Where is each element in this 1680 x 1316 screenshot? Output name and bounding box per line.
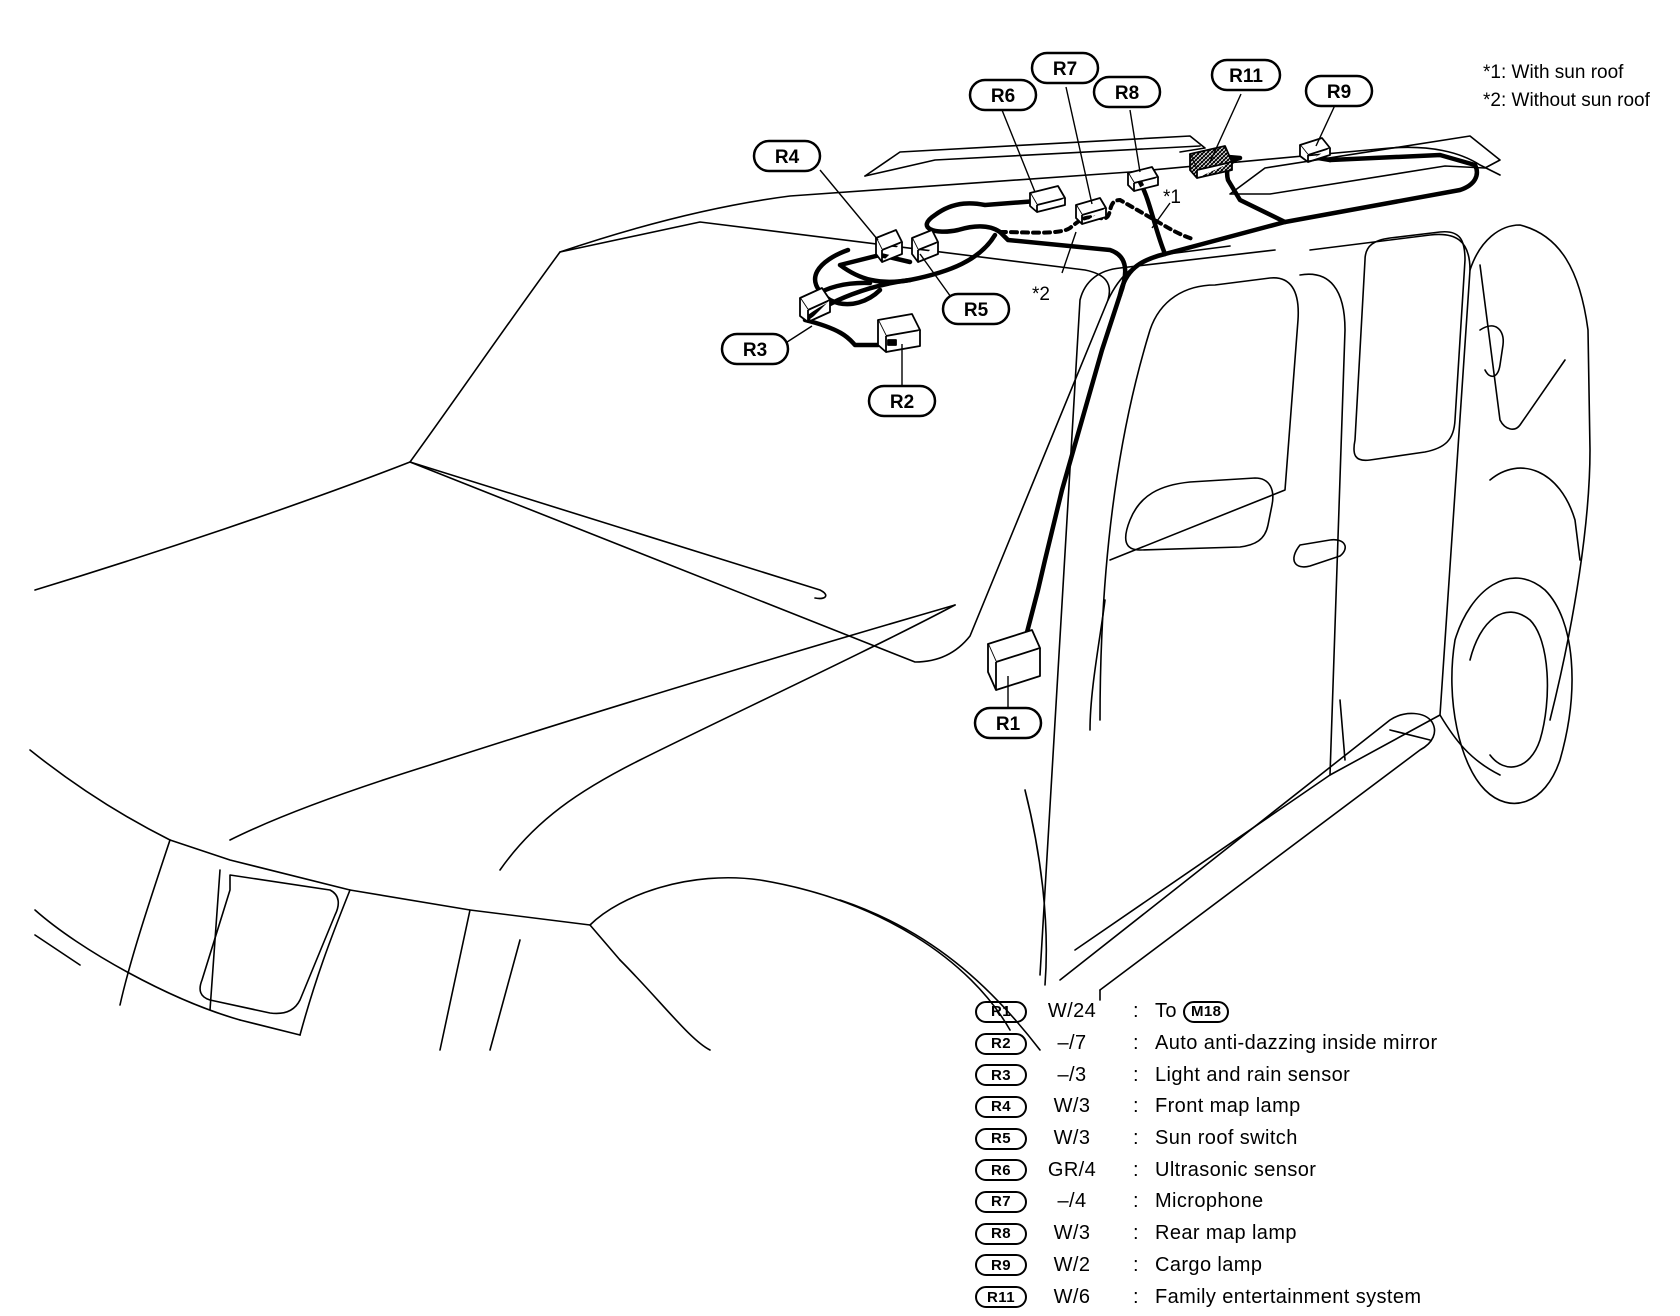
- r4-connector: [875, 229, 903, 263]
- tag-r3: R3: [720, 332, 790, 366]
- legend-code: R11: [975, 1286, 1027, 1309]
- r2-connector: [877, 313, 921, 353]
- svg-text:R1: R1: [996, 714, 1021, 735]
- tag-r4: R4: [752, 139, 822, 173]
- tag-r1: R1: [973, 706, 1043, 740]
- legend-separator: :: [1133, 1063, 1139, 1086]
- tag-r5: R5: [941, 292, 1011, 326]
- legend-color: –/7: [1057, 1032, 1087, 1055]
- legend-row: R3 –/3 : Light and rain sensor: [975, 1059, 1665, 1091]
- note-without-sunroof: *2: Without sun roof: [1483, 90, 1651, 111]
- legend-separator: :: [1133, 1032, 1139, 1055]
- harness-main-trunk: [1022, 152, 1480, 643]
- legend-code: R4: [975, 1095, 1027, 1118]
- tag-r7: R7: [1030, 51, 1100, 85]
- svg-text:R2: R2: [890, 392, 914, 413]
- legend-code: R1: [975, 1000, 1027, 1023]
- leader-lines: [783, 86, 1337, 710]
- svg-text:R4: R4: [775, 147, 800, 168]
- tag-r9: R9: [1304, 74, 1374, 108]
- legend-code: R9: [975, 1254, 1027, 1277]
- legend-color: W/3: [1053, 1095, 1091, 1118]
- legend-color: W/3: [1053, 1222, 1091, 1245]
- legend-description: Family entertainment system: [1155, 1285, 1422, 1308]
- legend-description: Microphone: [1155, 1190, 1264, 1213]
- legend-code: R3: [975, 1064, 1027, 1087]
- legend-description: Cargo lamp: [1155, 1253, 1263, 1276]
- legend-row: R6 GR/4 : Ultrasonic sensor: [975, 1154, 1665, 1186]
- svg-text:R9: R9: [1327, 82, 1351, 103]
- svg-text:R11: R11: [1229, 66, 1263, 87]
- legend-color: –/4: [1057, 1190, 1087, 1213]
- legend-separator: :: [1133, 1127, 1139, 1150]
- legend-code: R6: [975, 1159, 1027, 1182]
- connector-tags: R1 R2 R3 R4 R5 R6 R7 R8 R9 R11: [720, 51, 1374, 740]
- svg-text:R7: R7: [1053, 59, 1077, 80]
- legend-row: R2 –/7 : Auto anti-dazzing inside mirror: [975, 1028, 1665, 1060]
- legend-color: W/2: [1053, 1253, 1091, 1276]
- legend-color: W/24: [1047, 1000, 1097, 1023]
- legend-code: R8: [975, 1222, 1027, 1245]
- legend-color: GR/4: [1047, 1158, 1097, 1181]
- r5-connector: [911, 229, 939, 263]
- r7-connector: [1075, 197, 1107, 225]
- legend-ref-badge: M18: [1182, 1000, 1230, 1023]
- legend-description: Front map lamp: [1155, 1095, 1301, 1118]
- legend-description: Ultrasonic sensor: [1155, 1158, 1317, 1181]
- connectors: [799, 137, 1331, 691]
- r9-connector: [1299, 137, 1331, 163]
- svg-text:R8: R8: [1115, 83, 1139, 104]
- tag-r6: R6: [968, 78, 1038, 112]
- legend-separator: :: [1133, 1253, 1139, 1276]
- r3-connector: [799, 287, 831, 323]
- legend-separator: :: [1133, 1222, 1139, 1245]
- harness-front-branch: [924, 197, 1053, 235]
- legend-description: Light and rain sensor: [1155, 1063, 1351, 1086]
- svg-text:R5: R5: [964, 300, 989, 321]
- legend-row: R4 W/3 : Front map lamp: [975, 1091, 1665, 1123]
- legend-row: R9 W/2 : Cargo lamp: [975, 1250, 1665, 1282]
- tag-r2: R2: [867, 384, 937, 418]
- mark-without-sunroof: *2: [1032, 284, 1050, 305]
- r8-connector: [1127, 166, 1159, 192]
- legend-row: R7 –/4 : Microphone: [975, 1186, 1665, 1218]
- legend-separator: :: [1133, 1000, 1139, 1023]
- vehicle-outline: [29, 135, 1591, 1051]
- legend-row: R11 W/6 : Family entertainment system: [975, 1281, 1665, 1313]
- legend-color: W/3: [1053, 1127, 1091, 1150]
- legend-code: R2: [975, 1032, 1027, 1055]
- r6-connector: [1029, 185, 1066, 213]
- r1-connector: [987, 629, 1041, 691]
- note-with-sunroof: *1: With sun roof: [1483, 62, 1624, 83]
- legend-code: R7: [975, 1190, 1027, 1213]
- legend-separator: :: [1133, 1158, 1139, 1181]
- tag-r8: R8: [1092, 75, 1162, 109]
- legend-separator: :: [1133, 1190, 1139, 1213]
- harness-center-branch: [997, 229, 1128, 298]
- svg-text:R6: R6: [991, 86, 1015, 107]
- mark-with-sunroof: *1: [1163, 187, 1181, 208]
- legend-row: R8 W/3 : Rear map lamp: [975, 1218, 1665, 1250]
- legend-separator: :: [1133, 1095, 1139, 1118]
- r11-connector: [1189, 145, 1233, 179]
- legend-color: –/3: [1057, 1063, 1087, 1086]
- legend-color: W/6: [1053, 1285, 1091, 1308]
- legend-separator: :: [1133, 1285, 1139, 1308]
- legend-description: Sun roof switch: [1155, 1127, 1298, 1150]
- tag-r11: R11: [1210, 58, 1282, 92]
- svg-text:R3: R3: [743, 340, 767, 361]
- legend-code: R5: [975, 1127, 1027, 1150]
- legend-description: Rear map lamp: [1155, 1222, 1297, 1245]
- legend-row: R5 W/3 : Sun roof switch: [975, 1123, 1665, 1155]
- legend-description: Auto anti-dazzing inside mirror: [1155, 1032, 1438, 1055]
